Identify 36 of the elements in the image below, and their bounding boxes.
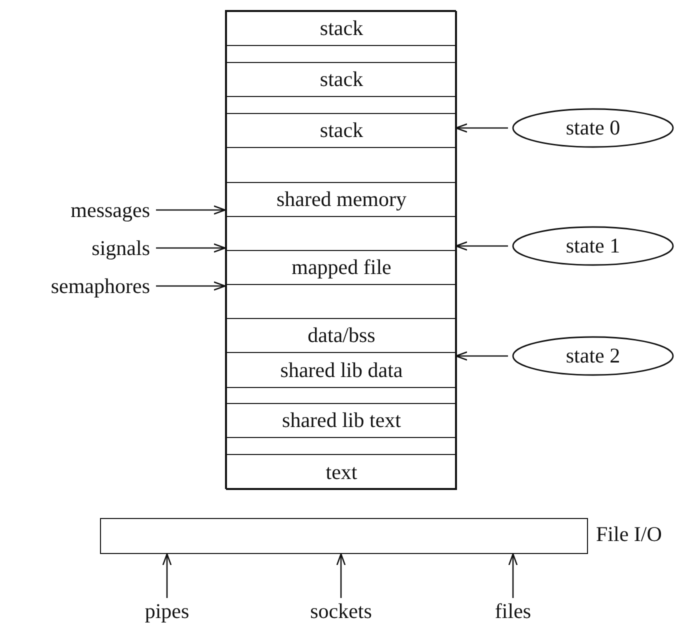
memory-column bbox=[225, 10, 456, 489]
memory-segment: stack bbox=[226, 113, 457, 148]
state-label: state 2 bbox=[566, 344, 620, 368]
memory-segment: stack bbox=[226, 11, 457, 46]
io-source-label: sockets bbox=[300, 596, 382, 626]
state-label: state 1 bbox=[566, 234, 620, 258]
arrow bbox=[162, 553, 172, 598]
memory-segment: data/bss bbox=[226, 318, 457, 353]
memory-segment: text bbox=[226, 454, 457, 490]
ipc-label: semaphores bbox=[0, 272, 150, 300]
empty-memory-segment bbox=[226, 284, 457, 319]
arrow bbox=[455, 351, 508, 361]
arrow bbox=[336, 553, 346, 598]
arrow bbox=[156, 281, 226, 291]
state-label: state 0 bbox=[566, 116, 620, 140]
arrow bbox=[455, 123, 508, 133]
arrow bbox=[156, 243, 226, 253]
arrow bbox=[455, 241, 508, 251]
io-source-label: pipes bbox=[130, 596, 204, 626]
arrow bbox=[508, 553, 518, 598]
empty-memory-segment bbox=[226, 387, 457, 404]
empty-memory-segment bbox=[226, 437, 457, 455]
memory-segment: stack bbox=[226, 62, 457, 97]
memory-segment: shared lib data bbox=[226, 352, 457, 388]
empty-memory-segment bbox=[226, 216, 457, 251]
empty-memory-segment bbox=[226, 96, 457, 114]
empty-memory-segment bbox=[226, 45, 457, 63]
ipc-label: signals bbox=[0, 234, 150, 262]
file-io-label: File I/O bbox=[596, 522, 662, 547]
arrow bbox=[156, 205, 226, 215]
empty-memory-segment bbox=[226, 147, 457, 183]
memory-segment: shared memory bbox=[226, 182, 457, 217]
memory-segment: mapped file bbox=[226, 250, 457, 285]
ipc-label: messages bbox=[0, 196, 150, 224]
io-source-label: files bbox=[480, 596, 546, 626]
memory-segment: shared lib text bbox=[226, 403, 457, 438]
